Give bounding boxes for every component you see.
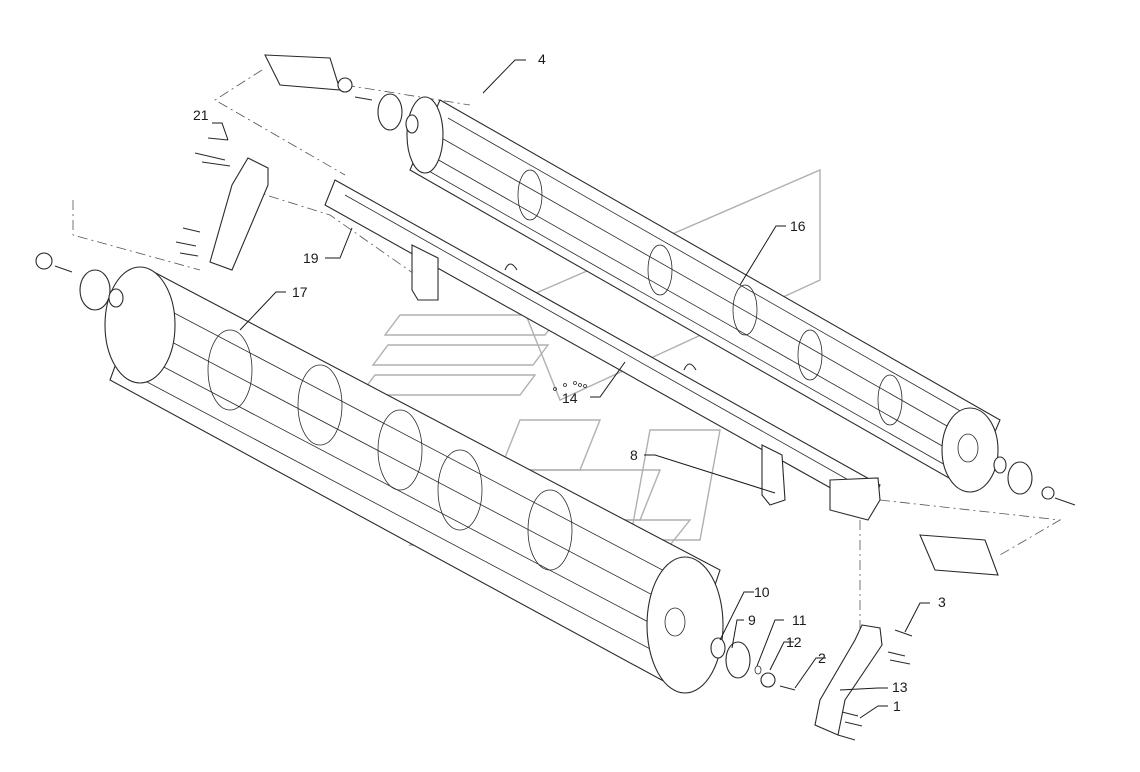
label-8: 8: [630, 447, 638, 463]
label-10: 10: [754, 584, 770, 600]
label-12: 12: [786, 634, 802, 650]
label-17: 17: [292, 284, 308, 300]
label-2: 2: [818, 650, 826, 666]
label-3: 3: [938, 594, 946, 610]
label-4: 4: [538, 51, 546, 67]
right-lower-bearing-assembly: [710, 624, 913, 741]
leader-lines: [212, 59, 930, 719]
left-bracket-assembly: [175, 137, 269, 271]
watermark-logo: [358, 168, 821, 546]
right-upper-bearing-assembly: [919, 456, 1076, 576]
front-roller: [104, 266, 724, 694]
part-callouts: 1 2 3 4 8 9 10 11 12 13 14 16 17 19 21: [193, 51, 946, 714]
label-19: 19: [303, 250, 319, 266]
label-11: 11: [792, 612, 807, 628]
label-1: 1: [893, 698, 901, 714]
lower-left-bearing-assembly: [35, 252, 124, 311]
label-14: 14: [562, 390, 578, 406]
center-beam: [324, 179, 881, 521]
label-21: 21: [193, 107, 209, 123]
label-13: 13: [892, 679, 908, 695]
upper-left-bearing-assembly: [264, 54, 419, 134]
label-9: 9: [748, 612, 756, 628]
rear-roller: [406, 96, 1001, 493]
small-fasteners-14: [553, 381, 587, 391]
label-16: 16: [790, 218, 806, 234]
assembly-centerlines: [72, 69, 1062, 630]
